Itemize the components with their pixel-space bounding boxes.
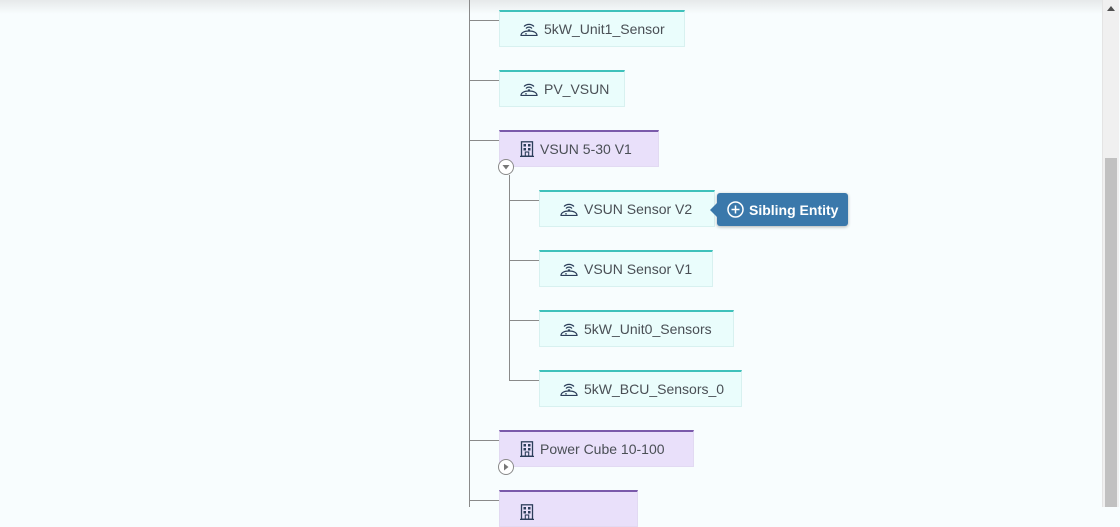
node-label: VSUN Sensor V1 [584,261,693,277]
sensor-icon [520,82,538,96]
tooltip-label: Sibling Entity [749,201,839,218]
vertical-scrollbar[interactable] [1102,0,1119,507]
connector [469,500,499,501]
sensor-icon [560,322,578,336]
node-label: 5kW_Unit0_Sensors [584,321,712,337]
tree-node-sensor[interactable]: PV_VSUN [499,70,625,107]
node-label: 5kW_Unit1_Sensor [544,21,665,37]
connector [509,320,539,321]
plus-circle-icon [727,201,744,218]
connector [469,440,499,441]
node-label: VSUN 5-30 V1 [540,141,632,157]
sensor-icon [560,262,578,276]
node-label: PV_VSUN [544,81,610,97]
tree-node-sensor[interactable]: 5kW_BCU_Sensors_0 [539,370,742,407]
scrollbar-thumb[interactable] [1105,158,1117,507]
building-icon [520,141,534,157]
building-icon [520,504,534,520]
connector [469,140,499,141]
scroll-up-arrow-icon[interactable] [1107,6,1115,11]
add-sibling-entity-button[interactable]: Sibling Entity [710,193,848,226]
tree-node-site[interactable]: VSUN 5-30 V1 [499,130,659,167]
collapse-toggle[interactable] [498,159,514,175]
sensor-icon [560,382,578,396]
node-label: VSUN Sensor V2 [584,201,693,217]
expand-toggle[interactable] [498,459,514,475]
tree-trunk-line [469,0,470,507]
caret-right-icon [504,463,509,471]
child-branch-line [509,175,510,380]
connector [469,20,499,21]
tree-node-sensor[interactable]: 5kW_Unit0_Sensors [539,310,734,347]
building-icon [520,441,534,457]
sensor-icon [560,202,578,216]
tree-node-sensor[interactable]: 5kW_Unit1_Sensor [499,10,685,47]
tree-node-sensor[interactable]: VSUN Sensor V2 [539,190,715,227]
node-label: Power Cube 10-100 [540,441,665,457]
connector [509,200,539,201]
top-shadow [0,0,1102,14]
caret-down-icon [502,165,510,170]
connector [469,80,499,81]
node-label: 5kW_BCU_Sensors_0 [584,381,725,397]
sensor-icon [520,22,538,36]
connector [509,380,539,381]
tree-node-sensor[interactable]: VSUN Sensor V1 [539,250,713,287]
connector [509,260,539,261]
tree-node-site[interactable] [499,490,638,527]
tree-node-site[interactable]: Power Cube 10-100 [499,430,694,467]
